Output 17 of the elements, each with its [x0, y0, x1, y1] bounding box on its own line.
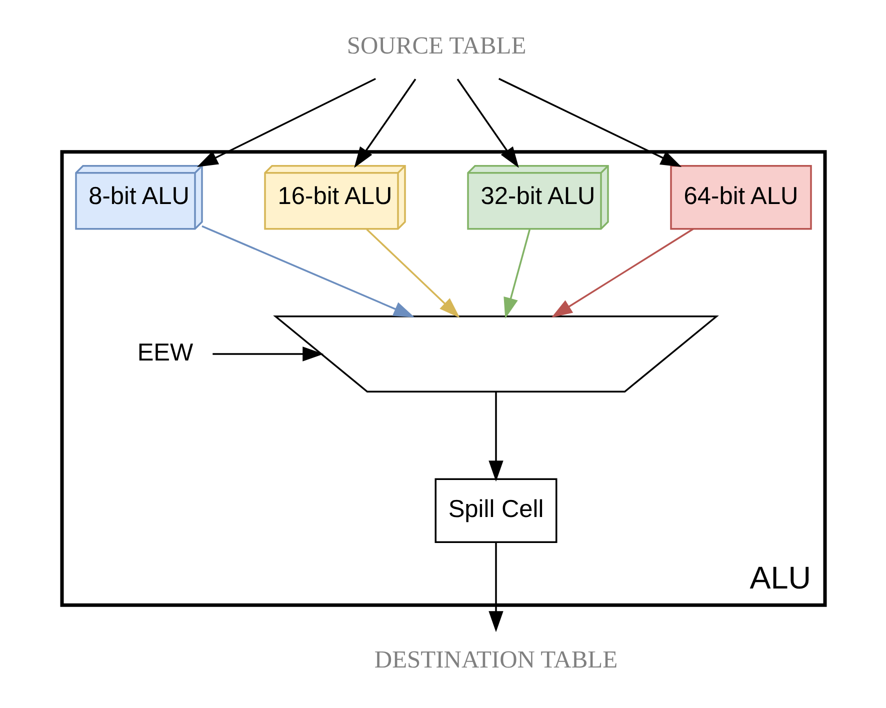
arrow	[550, 228, 694, 318]
node-box: Spill Cell	[434, 478, 557, 543]
arrow	[498, 78, 682, 167]
arrow	[488, 392, 503, 482]
node-box: 64-bit ALU	[670, 165, 812, 230]
node-text: EEW	[136, 339, 193, 366]
arrow	[354, 78, 416, 168]
arrow	[201, 225, 414, 318]
node-text: SOURCE TABLE	[346, 32, 526, 60]
arrow	[503, 229, 530, 319]
arrow	[196, 78, 376, 167]
arrow	[456, 78, 518, 168]
arrow	[366, 228, 460, 318]
arrow	[212, 346, 324, 362]
node-trapezoid	[272, 316, 718, 392]
node-text: DESTINATION TABLE	[374, 646, 618, 674]
arrow	[488, 542, 503, 632]
